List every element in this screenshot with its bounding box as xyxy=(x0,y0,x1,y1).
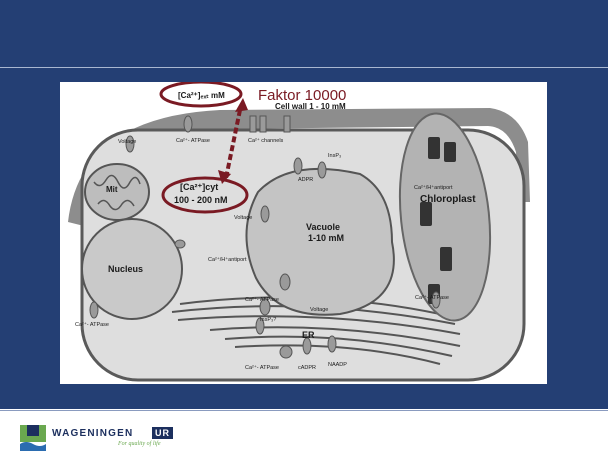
label-ca-ext: [Ca²⁺]ₑₓₜ mM xyxy=(178,91,225,100)
label-ca-cyt: [Ca²⁺]cyt xyxy=(180,182,218,192)
label-mit: Mit xyxy=(106,185,118,194)
label-voltage-top: Voltage xyxy=(118,139,136,145)
label-adpr: ADPR xyxy=(298,177,313,183)
label-atpase-top: Ca²⁺- ATPase xyxy=(176,137,210,144)
label-voltage-mid: Voltage xyxy=(234,215,252,221)
label-faktor: Faktor 10000 xyxy=(258,87,346,104)
wageningen-logo-icon xyxy=(20,425,46,451)
label-vacuole: Vacuole xyxy=(306,222,340,232)
label-chloroplast: Chloroplast xyxy=(420,194,476,205)
ur-badge: UR xyxy=(152,427,173,439)
label-antiport-mid: Ca²⁺/H⁺antiport xyxy=(208,256,247,263)
label-atpase-er: Ca²⁺- ATPase xyxy=(245,364,279,371)
tagline: For quality of life xyxy=(118,441,161,447)
label-ca-cyt-range: 100 - 200 nM xyxy=(174,195,228,205)
label-er: ER xyxy=(302,330,315,340)
wageningen-wordmark: WAGENINGEN xyxy=(52,428,133,439)
label-atpase-vacuole: Ca²⁺- ATPase xyxy=(245,296,279,303)
calcium-cell-diagram: Voltage Ca²⁺- ATPase Ca²⁺ channels InsP₃… xyxy=(60,82,547,384)
label-antiport-chloroplast: Ca²⁺/H⁺antiport xyxy=(414,184,453,191)
label-ca-channels: Ca²⁺ channels xyxy=(248,137,284,144)
label-naadp: NAADP xyxy=(328,362,347,368)
label-vacuole-conc: 1-10 mM xyxy=(308,233,344,243)
label-atpase-nucleus: Ca²⁺- ATPase xyxy=(75,321,109,328)
title-divider xyxy=(0,67,608,68)
label-cadpr: cADPR xyxy=(298,365,316,371)
label-insp3-top: InsP₃ xyxy=(328,153,341,159)
label-voltage-er: Voltage xyxy=(310,307,328,313)
label-nucleus: Nucleus xyxy=(108,264,143,274)
label-insp3-er: InsP₃? xyxy=(260,317,276,323)
label-atpase-chloroplast: Ca²⁺- ATPase xyxy=(415,294,449,301)
